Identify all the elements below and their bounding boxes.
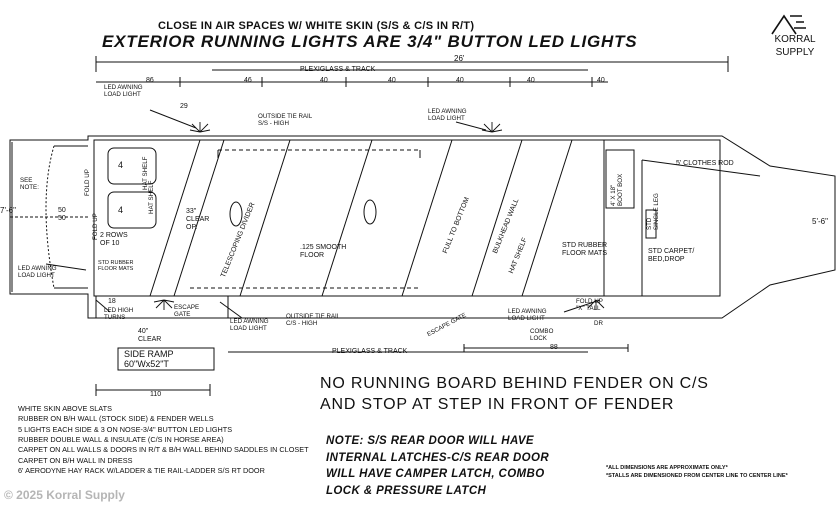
disclaimer-line-2: *STALLS ARE DIMENSIONED FROM CENTER LINE… (606, 472, 788, 479)
feature-item: WHITE SKIN ABOVE SLATS (18, 404, 112, 413)
feature-item: 5 LIGHTS EACH SIDE & 3 ON NOSE-3/4" BUTT… (18, 424, 233, 434)
std-rubber-small: STD RUBBER FLOOR MATS (98, 260, 134, 273)
features-list: WHITE SKIN ABOVE SLATS RUBBER ON B/H WAL… (18, 404, 309, 477)
running-board-line-2: AND STOP AT STEP IN FRONT OF FENDER (320, 395, 675, 413)
led-awning-bottom: LED AWNING LOAD LIGHT (230, 318, 269, 333)
fold-up-tall: FOLD UP "X" TALL (576, 298, 603, 313)
header-running-lights: EXTERIOR RUNNING LIGHTS ARE 3/4" BUTTON … (102, 32, 638, 51)
feature-item: RUBBER ON B/H WALL (STOCK SIDE) & FENDER… (18, 414, 214, 424)
dim-40-e: 40 (597, 77, 605, 84)
dim-88: 88 (550, 344, 558, 351)
rows-of-10: 2 ROWS OF 10 (100, 232, 128, 248)
fold-up-1: FOLD UP (84, 169, 91, 196)
rear-door-line-1: NOTE: S/S REAR DOOR WILL HAVE (326, 435, 534, 447)
header-air-spaces: CLOSE IN AIR SPACES W/ WHITE SKIN (S/S &… (158, 20, 475, 32)
combo-lock: COMBO LOCK (530, 328, 554, 343)
std-rubber-floor: STD RUBBER FLOOR MATS (562, 242, 608, 258)
led-awning-left: LED AWNING LOAD LIGHT (18, 265, 57, 280)
hat-shelf-2: HAT SHELF (148, 180, 155, 214)
running-board-line-1: NO RUNNING BOARD BEHIND FENDER ON C/S (320, 375, 709, 392)
fold-up-2: FOLD UP (92, 213, 99, 240)
boot-box: 4' X 18" BOOT BOX (610, 173, 625, 206)
dim-overall: 26' (454, 54, 465, 63)
logo-line-1: KORRAL (774, 34, 816, 45)
smooth-floor: .125 SMOOTH FLOOR (300, 244, 347, 260)
korral-logo-icon (771, 14, 806, 35)
rear-door-note: NOTE: S/S REAR DOOR WILL HAVE INTERNAL L… (326, 433, 549, 500)
tack-count-a: 4 (118, 160, 124, 170)
led-high-turns: LED HIGH TURNS (104, 307, 134, 322)
dim-86: 86 (146, 77, 154, 84)
feature-item: 6' AERODYNE HAY RACK W/LADDER & TIE RAIL… (18, 466, 265, 476)
side-ramp: SIDE RAMP 60"Wx52"T (124, 349, 174, 369)
led-awning-top-mid: LED AWNING LOAD LIGHT (428, 108, 467, 123)
logo-line-2: SUPPLY (775, 46, 815, 58)
rear-door-line-3: WILL HAVE CAMPER LATCH, COMBO (326, 468, 545, 481)
led-awning-top-left: LED AWNING LOAD LIGHT (104, 84, 143, 99)
plexi-bottom-label: PLEXIGLASS & TRACK (332, 348, 408, 355)
outside-tie-rail-top: OUTSIDE TIE RAIL S/S - HIGH (258, 113, 313, 128)
running-board-note: NO RUNNING BOARD BEHIND FENDER ON C/S AN… (320, 374, 709, 416)
led-awning-bottom-right: LED AWNING LOAD LIGHT (508, 308, 547, 323)
clear-33: 33" CLEAR OP. (186, 208, 210, 232)
clothes-rod: 5' CLOTHES ROD (676, 160, 734, 167)
clear-40: 40" CLEAR (138, 328, 162, 344)
std-carpet-bed: STD CARPET/ BED,DROP (648, 248, 695, 264)
std-single-leg: STD SINGLE LEG (646, 193, 661, 230)
dim-40-c: 40 (456, 77, 464, 84)
feature-item: RUBBER DOUBLE WALL & INSULATE (C/S IN HO… (18, 435, 224, 445)
dim-width-right: 5'-6" (812, 217, 828, 226)
dim-40-a: 40 (320, 77, 328, 84)
logo-text: KORRAL SUPPLY (770, 34, 820, 59)
feature-item: CARPET ON ALL WALLS & DOORS IN R/T & B/H… (18, 445, 309, 455)
rear-door-line-4: LOCK & PRESSURE LATCH (326, 485, 487, 498)
tack-count-b: 4 (118, 205, 124, 215)
disclaimer-line-1: *ALL DIMENSIONS ARE APPROXIMATE ONLY* (606, 465, 728, 471)
escape-gate-1: ESCAPE GATE (174, 304, 200, 319)
dim-40-b: 40 (388, 77, 396, 84)
dim-110: 110 (150, 391, 162, 398)
dim-40-d: 40 (527, 77, 535, 84)
dim-18: 18 (108, 298, 116, 305)
copyright-watermark: © 2025 Korral Supply (4, 488, 125, 502)
dim-46: 46 (244, 77, 252, 84)
dim-width-left: 7'-6" (0, 206, 16, 215)
split-50-50: 50 50 (58, 207, 66, 223)
outside-tie-rail-bottom: OUTSIDE TIE RAIL C/S - HIGH (286, 313, 341, 328)
rear-door-line-2: INTERNAL LATCHES-C/S REAR DOOR (326, 451, 550, 464)
dim-29: 29 (180, 103, 188, 110)
see-note: SEE NOTE: (20, 177, 39, 192)
dimension-disclaimer: *ALL DIMENSIONS ARE APPROXIMATE ONLY* *S… (606, 465, 788, 480)
feature-item: CARPET ON B/H WALL IN DRESS (18, 455, 133, 465)
plexi-top-label: PLEXIGLASS & TRACK (300, 66, 376, 73)
dr-label: DR (594, 320, 603, 327)
